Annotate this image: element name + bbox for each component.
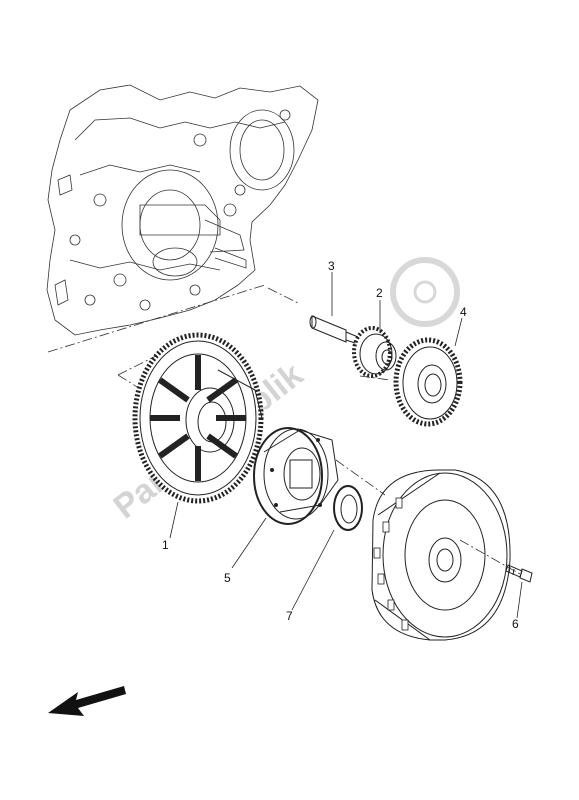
shaft-part-3: [309, 315, 359, 345]
engine-crankcase: [46, 84, 319, 336]
callout-leaders: [169, 272, 523, 619]
callout-1: 1: [162, 538, 169, 552]
callout-5: 5: [224, 571, 231, 585]
idle-gear-part-4: [393, 337, 463, 427]
callout-3: 3: [328, 259, 335, 273]
washer-part-7: [333, 485, 363, 531]
starter-clutch-part-5: [253, 427, 339, 525]
watermark-gear-icon: [390, 257, 460, 327]
callout-labels: 1 2 3 4 5 6 7: [162, 259, 519, 631]
callout-6: 6: [512, 617, 519, 631]
callout-2: 2: [376, 286, 383, 300]
starter-gear-part-1: [132, 332, 264, 504]
callout-4: 4: [460, 305, 467, 319]
idle-gear-part-2: [352, 326, 397, 378]
callout-7: 7: [286, 609, 293, 623]
arrow-left-down-icon: [48, 686, 126, 716]
rotor-flywheel: [371, 469, 511, 641]
